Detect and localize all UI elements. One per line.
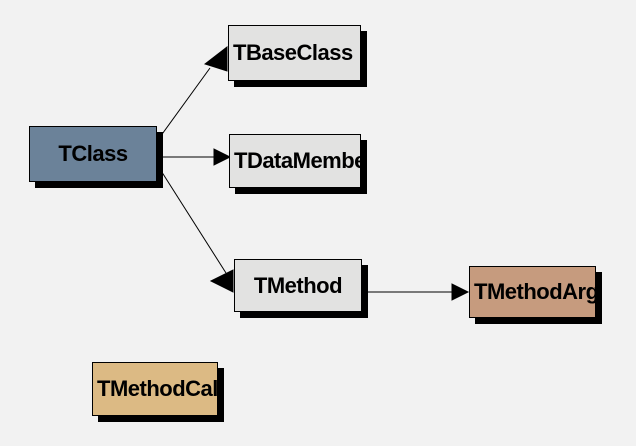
node-tmethodcall[interactable]: TMethodCall [92, 362, 218, 416]
node-tmethodarg[interactable]: TMethodArg [469, 266, 596, 318]
arrowhead-tmethodarg [451, 283, 470, 301]
edge-tclass-tdatamember [157, 148, 232, 166]
edge-tclass-tbaseclass [159, 45, 228, 138]
edge-tmethod-tmethodarg [362, 283, 470, 301]
edge-tclass-tmethod [157, 165, 234, 293]
node-tbaseclass[interactable]: TBaseClass [228, 25, 361, 81]
node-tclass[interactable]: TClass [29, 126, 157, 182]
arrowhead-tmethod [209, 269, 234, 293]
node-tdatamember[interactable]: TDataMember [229, 134, 361, 188]
arrowhead-tdatamember [213, 148, 232, 166]
arrowhead-tbaseclass [203, 45, 228, 72]
node-tmethod[interactable]: TMethod [234, 259, 362, 312]
